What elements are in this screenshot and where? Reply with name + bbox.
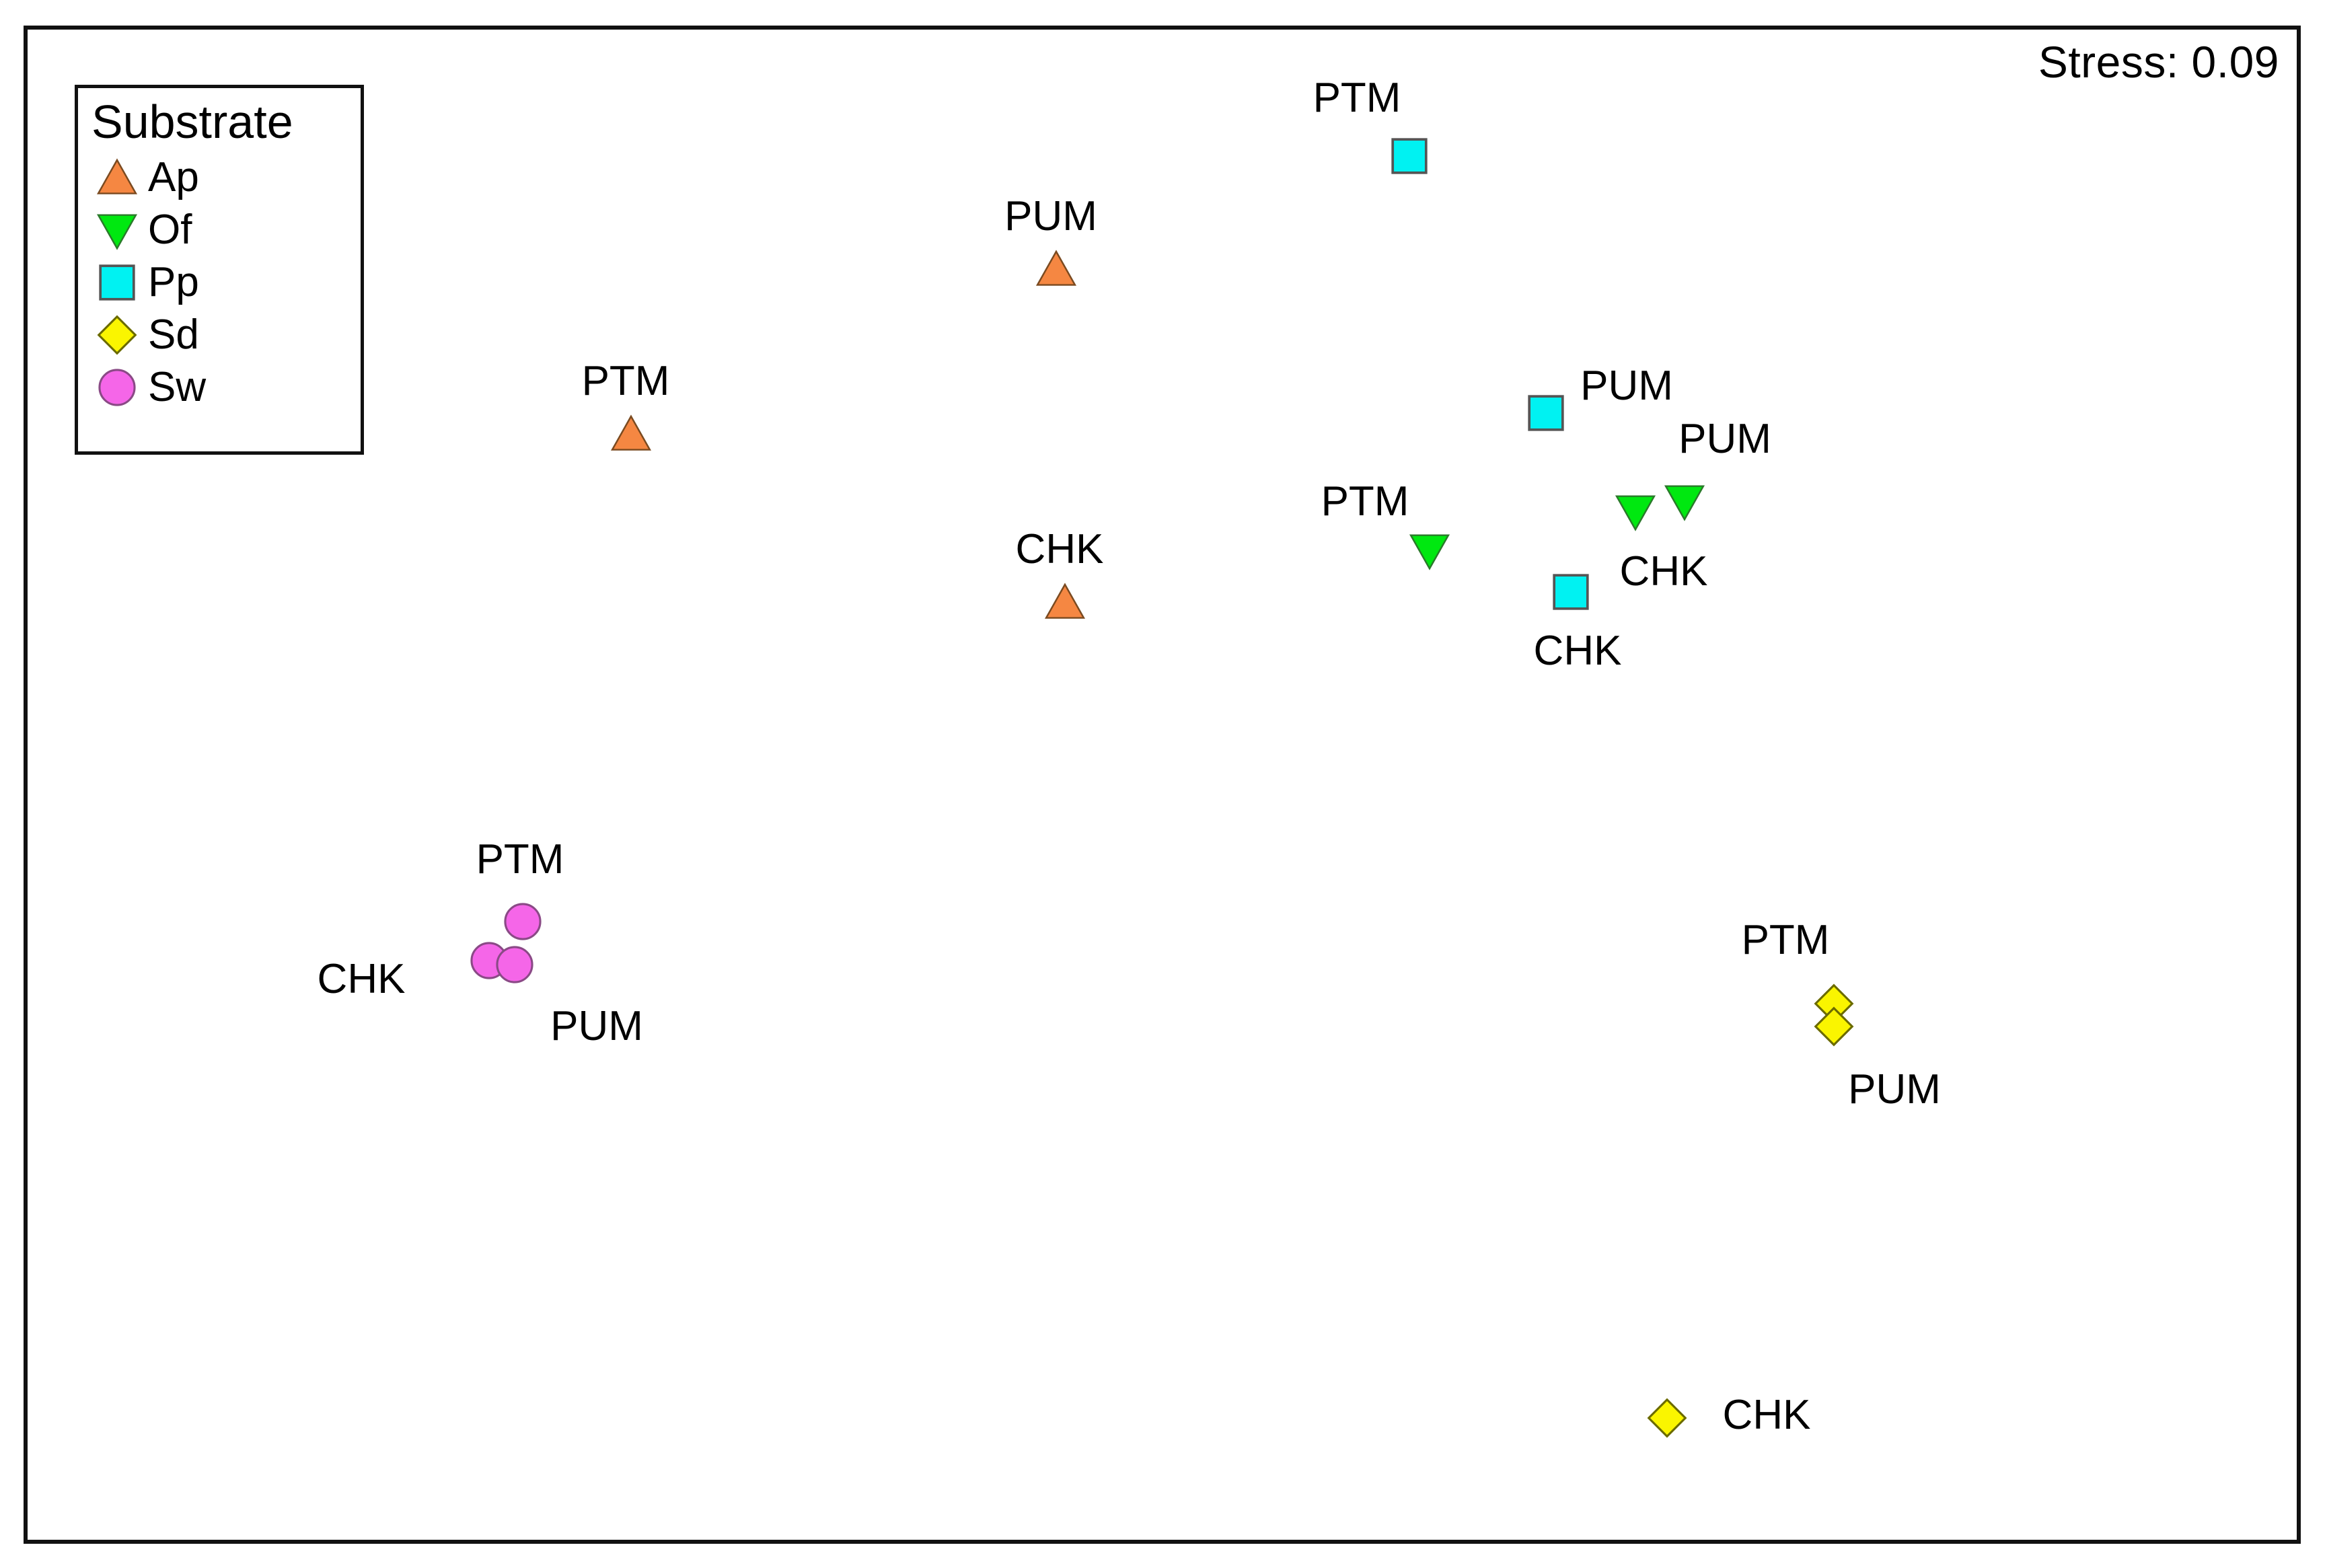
point-label: CHK: [1015, 526, 1104, 572]
triangle-up-icon: [89, 151, 145, 204]
legend-item-of[interactable]: Of: [89, 204, 361, 256]
point-label: PTM: [476, 836, 564, 883]
point-label: CHK: [1722, 1392, 1811, 1438]
legend-item-ap[interactable]: Ap: [89, 151, 361, 204]
point-label: CHK: [1533, 628, 1622, 674]
point-label: PUM: [1580, 363, 1673, 409]
data-point-sw-ptm[interactable]: [502, 901, 544, 942]
data-point-ap-pum[interactable]: [1035, 248, 1077, 290]
data-point-pp-chk[interactable]: [1550, 571, 1592, 613]
point-label: PTM: [581, 358, 670, 404]
legend-item-label: Of: [148, 207, 192, 253]
point-label: PTM: [1741, 917, 1830, 963]
point-label: PUM: [550, 1003, 643, 1049]
legend-item-sw[interactable]: Sw: [89, 361, 361, 414]
scatter-plot-area: PTM PUM CHK PTM CHK PUM PTM PUM CHK PTM …: [28, 30, 2297, 1540]
data-point-sw-pum[interactable]: [494, 944, 535, 985]
legend-box: Substrate Ap Of Pp Sd Sw: [75, 85, 364, 455]
data-point-of-chk[interactable]: [1615, 490, 1656, 532]
square-icon: [89, 256, 145, 309]
plot-frame: Stress: 0.09 Substrate Ap Of Pp Sd Sw PT…: [24, 26, 2301, 1544]
point-label: PUM: [1678, 416, 1771, 462]
legend-title: Substrate: [91, 96, 293, 148]
data-point-sd-chk[interactable]: [1646, 1397, 1688, 1439]
data-point-of-ptm[interactable]: [1409, 529, 1450, 571]
legend-item-sd[interactable]: Sd: [89, 309, 361, 361]
point-label: CHK: [1619, 548, 1708, 595]
data-point-pp-ptm[interactable]: [1389, 135, 1430, 177]
legend-item-label: Sw: [148, 364, 207, 410]
legend-item-label: Pp: [148, 259, 199, 305]
legend-item-pp[interactable]: Pp: [89, 256, 361, 309]
stress-annotation: Stress: 0.09: [2038, 37, 2279, 87]
point-label: PUM: [1848, 1066, 1941, 1113]
data-point-ap-ptm[interactable]: [610, 413, 652, 455]
point-label: PTM: [1313, 75, 1401, 121]
point-label: PTM: [1321, 478, 1409, 525]
diamond-icon: [89, 309, 145, 361]
triangle-down-icon: [89, 204, 145, 256]
data-point-of-pum[interactable]: [1664, 480, 1705, 522]
legend-items: Ap Of Pp Sd Sw: [89, 151, 361, 414]
data-point-sd-pum[interactable]: [1813, 1006, 1855, 1047]
circle-icon: [89, 361, 145, 414]
legend-item-label: Ap: [148, 154, 199, 200]
legend-item-label: Sd: [148, 311, 199, 358]
point-label: PUM: [1004, 193, 1097, 239]
point-label: CHK: [317, 956, 406, 1002]
data-point-ap-chk[interactable]: [1044, 581, 1086, 623]
data-point-pp-pum[interactable]: [1525, 392, 1567, 434]
